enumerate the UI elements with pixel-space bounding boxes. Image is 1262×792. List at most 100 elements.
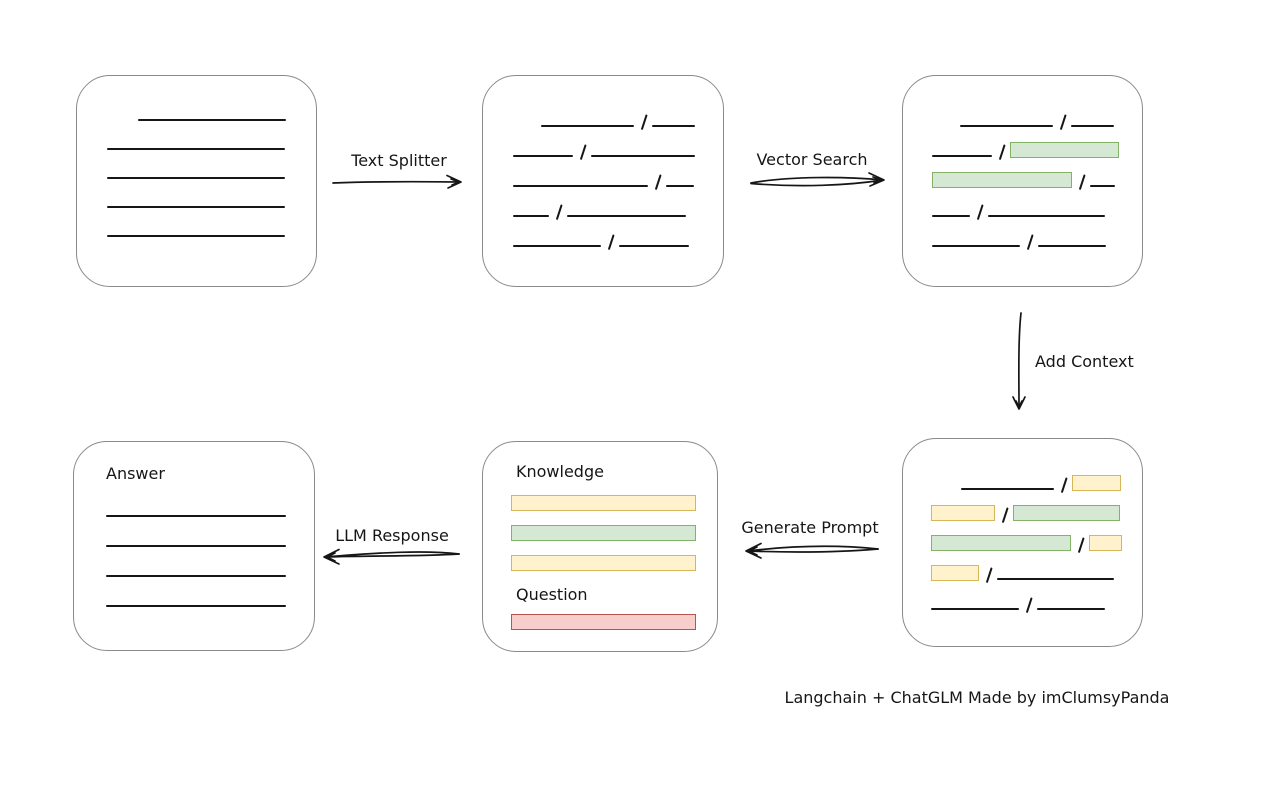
segment-row bbox=[106, 578, 314, 608]
segment-row bbox=[106, 518, 314, 548]
slash-mark bbox=[1025, 597, 1033, 614]
segment-row bbox=[107, 104, 316, 122]
green-chip bbox=[1010, 142, 1119, 158]
vector-search-arrow bbox=[750, 172, 885, 187]
segment-row bbox=[932, 230, 1142, 251]
segment-row bbox=[107, 133, 316, 151]
text-line bbox=[106, 515, 286, 517]
text-line bbox=[960, 125, 1053, 127]
vector-search-result-card bbox=[902, 75, 1143, 287]
text-line bbox=[107, 177, 285, 179]
knowledge-label: Knowledge bbox=[516, 462, 604, 481]
text-line bbox=[513, 185, 648, 187]
yellow-chip bbox=[931, 565, 979, 581]
split-text-card bbox=[482, 75, 724, 287]
green-chip bbox=[511, 525, 696, 541]
yellow-chip bbox=[511, 495, 696, 511]
context-chunks-card bbox=[902, 438, 1143, 647]
caption-text: Langchain + ChatGLM Made by imClumsyPand… bbox=[784, 688, 1170, 707]
slash-mark bbox=[607, 234, 615, 251]
text-line bbox=[619, 245, 689, 247]
text-line bbox=[513, 155, 573, 157]
text-line bbox=[591, 155, 695, 157]
segment-row bbox=[513, 140, 723, 161]
segment-row bbox=[932, 200, 1142, 221]
yellow-chip bbox=[511, 555, 696, 571]
segment-row bbox=[931, 473, 1142, 494]
text-line bbox=[988, 215, 1105, 217]
text-line bbox=[107, 206, 285, 208]
segment-row bbox=[932, 170, 1142, 191]
add-context-arrow bbox=[1012, 312, 1026, 410]
text-line bbox=[666, 185, 694, 187]
llm-response-label: LLM Response bbox=[335, 526, 449, 545]
text-line bbox=[107, 148, 285, 150]
answer-lines bbox=[106, 484, 314, 608]
answer-card: Answer bbox=[73, 441, 315, 651]
text-line bbox=[107, 235, 285, 237]
segment-row bbox=[931, 503, 1142, 524]
slash-mark bbox=[1001, 507, 1009, 524]
text-line bbox=[541, 125, 634, 127]
segment-row bbox=[107, 220, 316, 238]
slash-mark bbox=[640, 114, 648, 131]
text-line bbox=[138, 119, 286, 121]
text-line bbox=[106, 605, 286, 607]
slash-mark bbox=[985, 567, 993, 584]
text-line bbox=[513, 215, 549, 217]
slash-mark bbox=[654, 174, 662, 191]
question-label: Question bbox=[516, 585, 588, 604]
text-line bbox=[652, 125, 695, 127]
text-line bbox=[567, 215, 686, 217]
text-splitter-arrow bbox=[332, 174, 462, 189]
text-line bbox=[997, 578, 1114, 580]
yellow-chip bbox=[1072, 475, 1121, 491]
question-bar bbox=[511, 614, 717, 630]
text-line bbox=[1071, 125, 1114, 127]
segment-row bbox=[931, 563, 1142, 584]
llm-response-arrow bbox=[323, 548, 460, 565]
yellow-chip bbox=[1089, 535, 1122, 551]
segment-row bbox=[931, 593, 1142, 614]
context-result-lines bbox=[903, 439, 1142, 614]
segment-row bbox=[107, 191, 316, 209]
generate-prompt-label: Generate Prompt bbox=[741, 518, 879, 537]
text-splitter-label: Text Splitter bbox=[351, 151, 447, 170]
slash-mark bbox=[555, 204, 563, 221]
segment-row bbox=[107, 162, 316, 180]
segment-row bbox=[513, 170, 723, 191]
text-line bbox=[106, 545, 286, 547]
segment-row bbox=[513, 110, 723, 131]
red-chip bbox=[511, 614, 696, 630]
slash-mark bbox=[976, 204, 984, 221]
segment-row bbox=[513, 200, 723, 221]
vector-search-label: Vector Search bbox=[756, 150, 868, 169]
text-line bbox=[1038, 245, 1106, 247]
slash-mark bbox=[579, 144, 587, 161]
text-line bbox=[1037, 608, 1105, 610]
text-line bbox=[932, 215, 970, 217]
knowledge-bars bbox=[511, 495, 717, 571]
green-chip bbox=[932, 172, 1072, 188]
segment-row bbox=[931, 533, 1142, 554]
text-line bbox=[932, 155, 992, 157]
slash-mark bbox=[998, 144, 1006, 161]
text-line bbox=[931, 608, 1019, 610]
text-line bbox=[106, 575, 286, 577]
text-line bbox=[1090, 185, 1115, 187]
add-context-label: Add Context bbox=[1035, 352, 1134, 371]
answer-label: Answer bbox=[106, 464, 165, 483]
slash-mark bbox=[1060, 477, 1068, 494]
text-line bbox=[513, 245, 601, 247]
segment-row bbox=[513, 230, 723, 251]
segment-row bbox=[106, 548, 314, 578]
generate-prompt-arrow bbox=[745, 542, 879, 559]
text-line bbox=[932, 245, 1020, 247]
green-chip bbox=[931, 535, 1071, 551]
source-document-card bbox=[76, 75, 317, 287]
split-text-lines bbox=[483, 76, 723, 251]
slash-mark bbox=[1078, 174, 1086, 191]
text-line bbox=[961, 488, 1054, 490]
yellow-chip bbox=[931, 505, 995, 521]
